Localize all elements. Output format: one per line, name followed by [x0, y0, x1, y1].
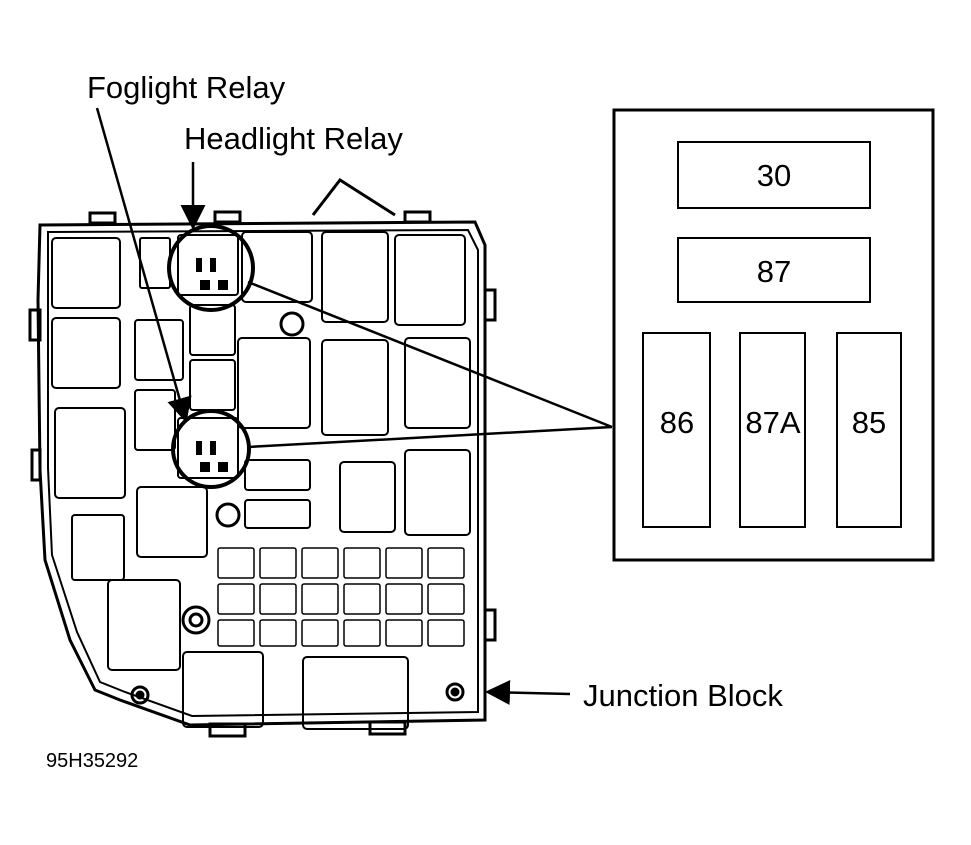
- figure-code: 95H35292: [46, 750, 139, 772]
- pin-label-30: 30: [757, 158, 791, 193]
- relay-pinout-box: 30 87 86 87A 85: [612, 108, 935, 562]
- foglight-relay-label: Foglight Relay: [87, 70, 286, 105]
- pin-30-terminal: [677, 141, 871, 209]
- pin-label-86: 86: [660, 405, 694, 440]
- pin-label-85: 85: [852, 405, 886, 440]
- detail-leader-bottom: [247, 425, 613, 449]
- pin-85-terminal: [836, 332, 902, 528]
- pin-86-terminal: [642, 332, 711, 528]
- junction-block-label: Junction Block: [583, 678, 783, 713]
- pin-label-87a: 87A: [745, 405, 800, 440]
- relay-highlight-circles: [167, 224, 255, 489]
- block-components: [51, 231, 471, 730]
- pin-87-terminal: [677, 237, 871, 303]
- foglight-relay-highlight: [171, 409, 251, 489]
- foglight-arrow: [95, 107, 192, 423]
- headlight-relay-highlight: [167, 224, 255, 312]
- callout-arrows: [95, 107, 613, 705]
- junction-block-arrow: [485, 680, 571, 705]
- pin-label-87: 87: [757, 254, 791, 289]
- pin-87a-terminal: [739, 332, 806, 528]
- detail-leader-top: [247, 280, 613, 429]
- junction-block-housing: [28, 177, 497, 738]
- headlight-relay-label: Headlight Relay: [184, 121, 403, 156]
